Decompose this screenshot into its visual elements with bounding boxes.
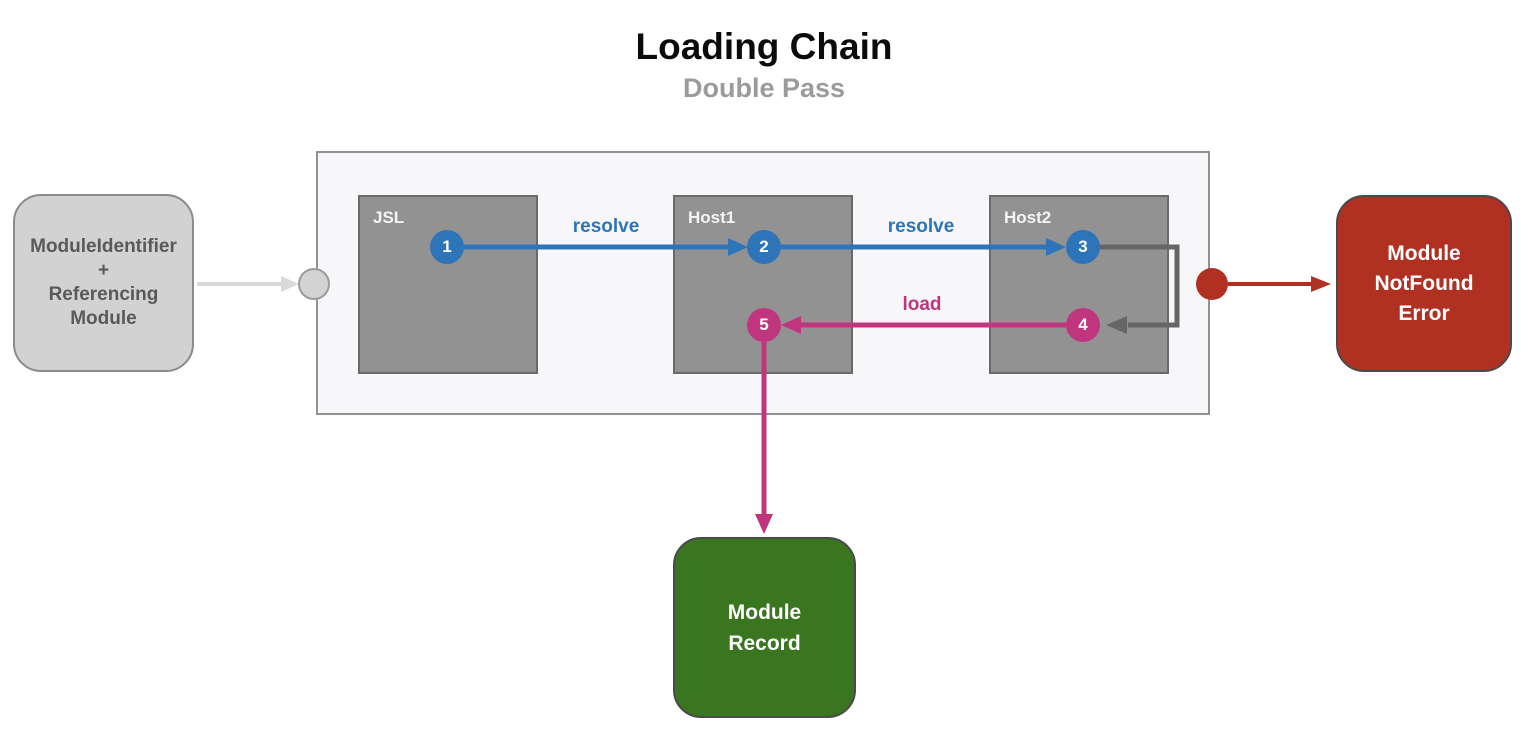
step-2-badge: 2 — [747, 230, 781, 264]
step-4-badge: 4 — [1066, 308, 1100, 342]
step-5-badge: 5 — [747, 308, 781, 342]
entry-arrow-head — [281, 276, 299, 292]
step-3-badge: 3 — [1066, 230, 1100, 264]
host1-realm-label: Host1 — [688, 208, 736, 227]
module-record-node: Module Record — [673, 537, 856, 718]
module-notfound-error-node: Module NotFound Error — [1336, 195, 1512, 372]
resolve1-edge-label: resolve — [572, 216, 640, 237]
resolve2-edge-label: resolve — [887, 216, 955, 237]
host2-realm-label: Host2 — [1004, 208, 1052, 227]
error-arrow-head — [1311, 276, 1331, 292]
load-edge-label: load — [902, 294, 942, 315]
record-arrow-head — [755, 514, 773, 534]
host1-realm-box: Host1 — [673, 195, 853, 374]
step-1-badge: 1 — [430, 230, 464, 264]
diagram-subtitle: Double Pass — [682, 73, 846, 103]
diagram-title: Loading Chain — [635, 26, 893, 67]
module-identifier-node: ModuleIdentifier + Referencing Module — [13, 194, 194, 372]
jsl-realm-label: JSL — [373, 208, 405, 227]
entry-port-circle — [298, 268, 330, 300]
jsl-realm-box: JSL — [358, 195, 538, 374]
error-port-circle — [1196, 268, 1228, 300]
host2-realm-box: Host2 — [989, 195, 1169, 374]
